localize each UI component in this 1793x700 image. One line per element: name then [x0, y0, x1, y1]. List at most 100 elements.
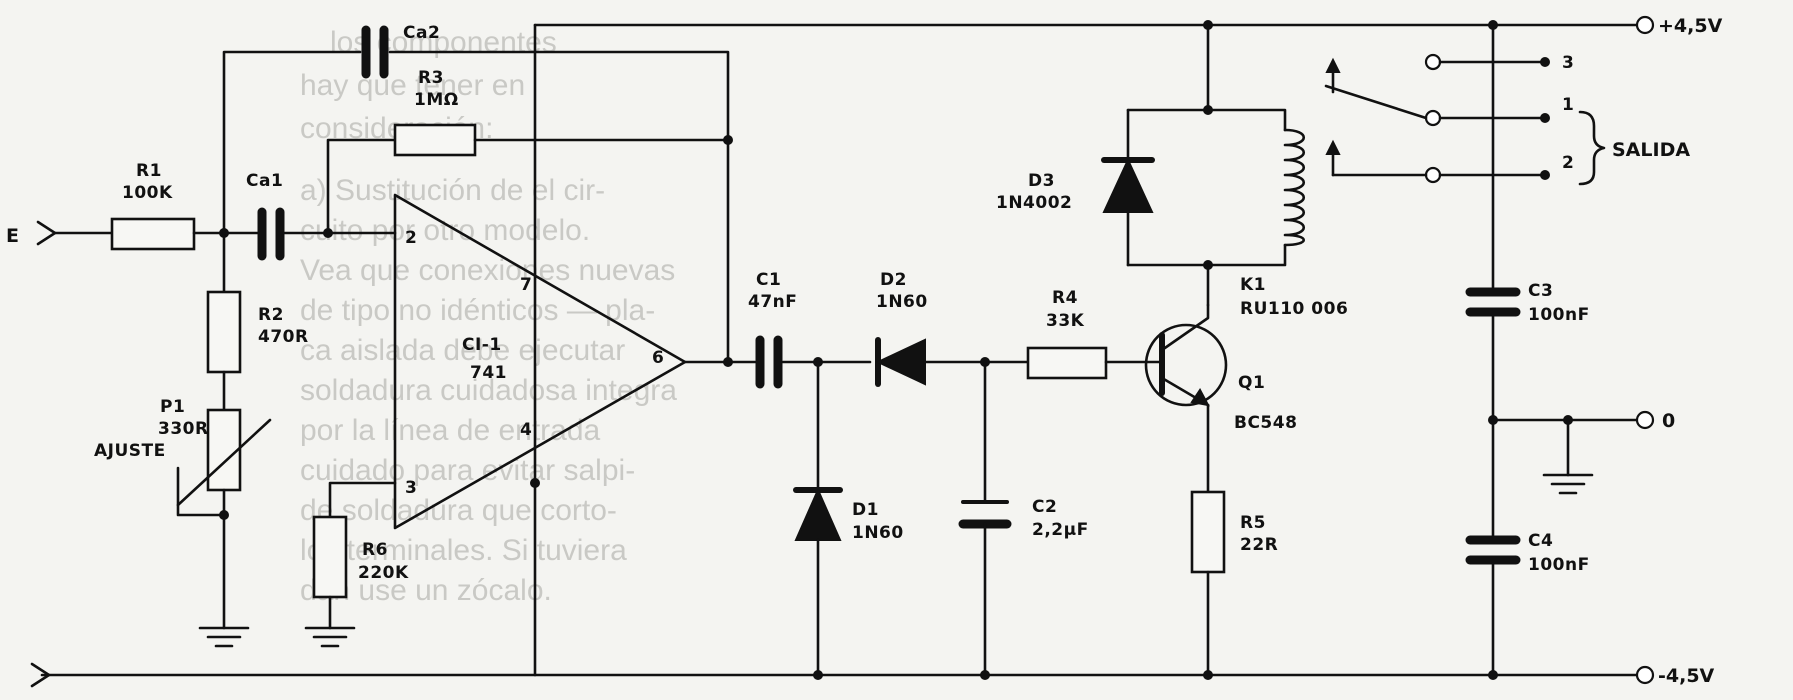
k1-name: K1 [1240, 275, 1266, 295]
bg-line: de tipo no idénticos — pla- [300, 294, 655, 327]
opamp-name: CI-1 [462, 335, 502, 355]
vneg-terminal[interactable] [1635, 665, 1655, 685]
ca2-label: Ca2 [403, 23, 440, 43]
bg-line: los terminales. Si tuviera [300, 534, 627, 567]
bg-line: a) Sustitución de el cir- [300, 174, 605, 207]
junction-dot [980, 670, 990, 680]
wiper-wire [176, 466, 226, 517]
background-text: los componentes hay que tener en conside… [300, 26, 677, 607]
bg-line: ca aislada debe ejecutar [300, 334, 625, 367]
transistor-q1 [1144, 303, 1228, 407]
k1-value: RU110 006 [1240, 299, 1348, 319]
resistor-r2 [206, 290, 242, 374]
d1-name: D1 [852, 500, 879, 520]
r4-name: R4 [1052, 288, 1078, 308]
resistor-r4 [1026, 346, 1108, 380]
zero-terminal[interactable] [1635, 410, 1655, 430]
bg-line: de soldadura que corto- [300, 494, 617, 527]
pin-6-label: 6 [652, 348, 664, 368]
junction-dot [1203, 670, 1213, 680]
p1-note: AJUSTE [94, 441, 166, 461]
d2-name: D2 [880, 270, 907, 290]
r2-name: R2 [258, 305, 284, 325]
pin-2-label: 2 [405, 228, 417, 248]
r6-name: R6 [362, 540, 388, 560]
potentiometer-arrow [176, 418, 272, 507]
d3-name: D3 [1028, 171, 1055, 191]
r1-name: R1 [136, 161, 162, 181]
diode-d1 [794, 487, 842, 541]
relay-contacts [1324, 53, 1550, 184]
wire [1126, 108, 1287, 132]
bg-line: por la línea de entrada [300, 414, 601, 447]
ground-icon [198, 626, 250, 648]
junction-dot [1488, 20, 1498, 30]
resistor-r1 [110, 217, 196, 251]
input-arrow-icon [36, 220, 57, 246]
zero-label: 0 [1662, 410, 1675, 432]
d2-value: 1N60 [876, 292, 928, 312]
r2-value: 470R [258, 327, 309, 347]
c2-value: 2,2µF [1032, 520, 1089, 540]
junction-dot [723, 357, 733, 367]
resistor-r5 [1190, 490, 1226, 574]
output-label: SALIDA [1612, 139, 1690, 161]
contact-3-label: 3 [1562, 53, 1574, 73]
p1-value: 330R [158, 419, 209, 439]
p1-name: P1 [160, 397, 185, 417]
r1-value: 100K [122, 183, 173, 203]
bg-line: cuito por otro modelo. [300, 214, 590, 247]
wire [388, 50, 730, 365]
pin-3-label: 3 [405, 478, 417, 498]
junction-dot [723, 135, 733, 145]
input-label: E [6, 225, 19, 247]
r5-value: 22R [1240, 535, 1278, 555]
vneg-label: -4,5V [1658, 665, 1715, 687]
junction-dot [813, 670, 823, 680]
diode-d2 [875, 338, 926, 386]
r6-value: 220K [358, 563, 409, 583]
opamp-ci1 [393, 193, 687, 530]
bg-line: hay que tener en [300, 69, 525, 102]
r4-value: 33K [1046, 311, 1085, 331]
ca1-label: Ca1 [246, 171, 283, 191]
bg-line: cuidado para evitar salpi- [300, 454, 635, 487]
bg-line: Vea que conexiones nuevas [300, 254, 675, 287]
junction-dot [219, 510, 229, 520]
c3-value: 100nF [1528, 305, 1590, 325]
ground-icon [304, 626, 356, 648]
pin-7-label: 7 [520, 275, 532, 295]
diode-d3 [1102, 157, 1154, 213]
vpos-terminal[interactable] [1635, 15, 1655, 35]
junction-dot [1203, 20, 1213, 30]
potentiometer-p1 [206, 408, 242, 492]
relay-coil-k1 [1283, 128, 1306, 247]
contact-1-label: 1 [1562, 95, 1574, 115]
c4-value: 100nF [1528, 555, 1590, 575]
pin-4-label: 4 [520, 420, 532, 440]
r3-name: R3 [418, 68, 444, 88]
resistor-r6 [312, 515, 348, 599]
output-brace [1578, 110, 1606, 186]
c4-name: C4 [1528, 531, 1553, 551]
c2-name: C2 [1032, 497, 1057, 517]
d1-value: 1N60 [852, 523, 904, 543]
ground-icon [1542, 473, 1594, 495]
junction-dot [1488, 670, 1498, 680]
vpos-label: +4,5V [1658, 15, 1723, 37]
c1-value: 47nF [748, 292, 797, 312]
q1-name: Q1 [1238, 373, 1265, 393]
r3-value: 1MΩ [414, 90, 459, 110]
junction-dot [530, 478, 540, 488]
wire [328, 481, 397, 519]
wire [222, 50, 362, 235]
c3-name: C3 [1528, 281, 1553, 301]
c1-name: C1 [756, 270, 781, 290]
contact-2-label: 2 [1562, 153, 1574, 173]
wire [1126, 243, 1287, 267]
wire [326, 138, 397, 235]
r5-name: R5 [1240, 513, 1266, 533]
opamp-type: 741 [470, 363, 507, 383]
q1-value: BC548 [1234, 413, 1297, 433]
